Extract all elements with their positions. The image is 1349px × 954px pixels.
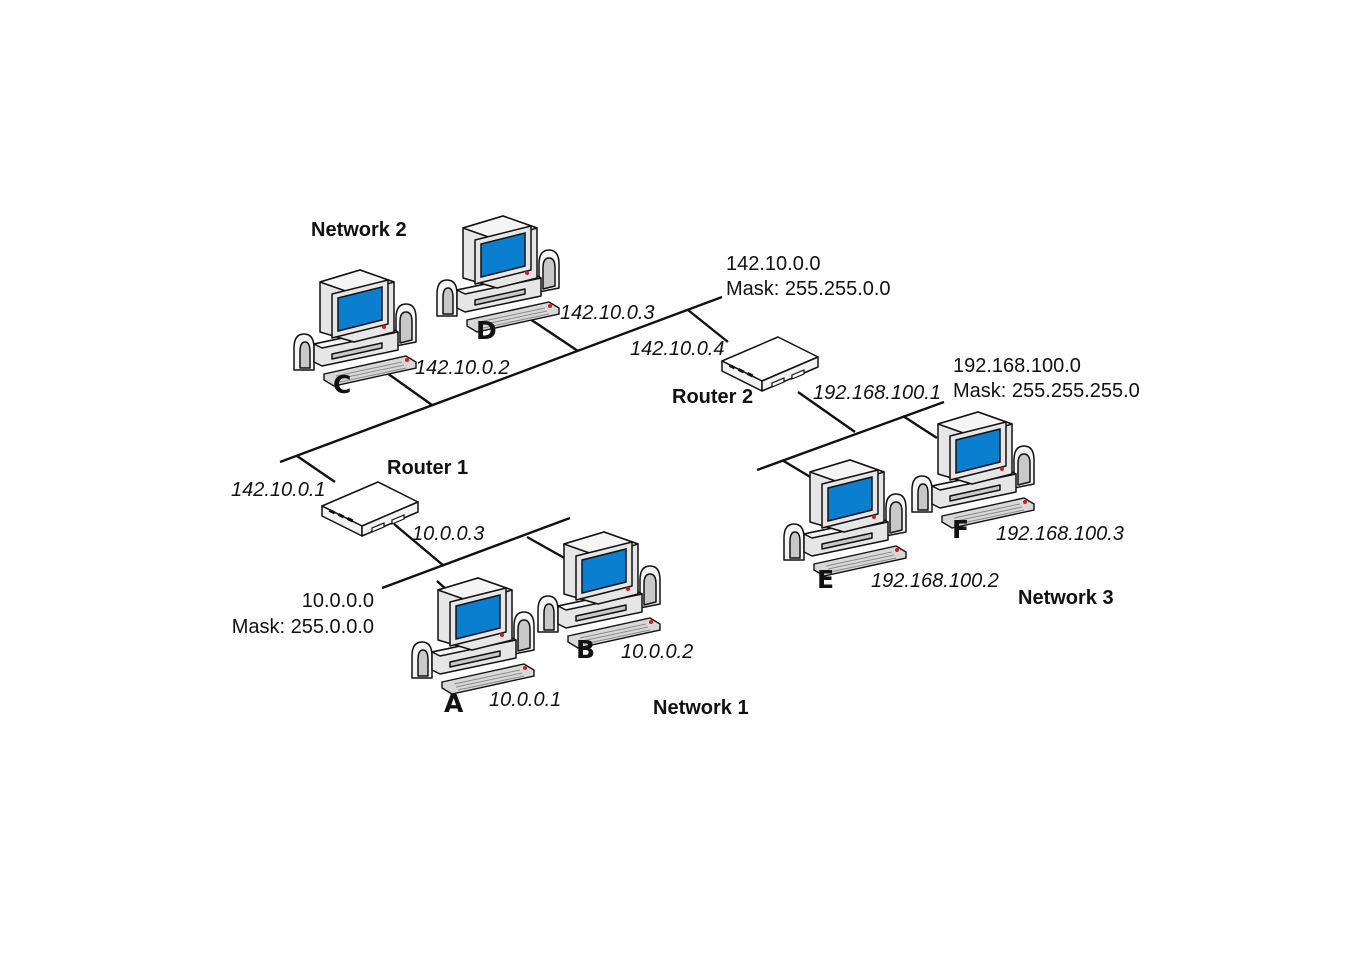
host-f-letter: F: [952, 515, 969, 544]
desktop-computer-icon: [537, 531, 661, 649]
host-c-ip: 142.10.0.2: [415, 357, 510, 379]
router-icon: [321, 481, 419, 537]
network-2-info: Network 2 142.10.0.0 Mask: 255.255.0.0: [311, 219, 891, 300]
router-2-label: Router 2: [672, 386, 753, 408]
network-2-mask: Mask: 255.255.0.0: [726, 278, 891, 300]
link-router2-net3: [797, 391, 856, 433]
network-3-info: Network 3 192.168.100.0 Mask: 255.255.25…: [953, 355, 1140, 609]
network-2-address: 142.10.0.0: [726, 253, 821, 275]
network-1-backbone: [381, 516, 571, 590]
host-a: A 10.0.0.1: [411, 577, 561, 718]
network-1-address: 10.0.0.0: [302, 590, 374, 612]
host-d: D 142.10.0.3: [436, 215, 655, 345]
router-1-label: Router 1: [387, 457, 468, 479]
host-e: E 192.168.100.2: [783, 459, 999, 594]
network-2-label: Network 2: [311, 219, 407, 241]
network-3-label: Network 3: [1018, 587, 1114, 609]
router-1-ip-net2: 142.10.0.1: [231, 479, 326, 501]
host-f-ip: 192.168.100.3: [996, 523, 1124, 545]
host-b: B 10.0.0.2: [537, 531, 693, 664]
host-a-letter: A: [444, 689, 464, 718]
host-e-ip: 192.168.100.2: [871, 570, 999, 592]
link-e: [781, 458, 813, 480]
link-d: [529, 318, 579, 352]
router-2: Router 2 142.10.0.4 192.168.100.1: [630, 336, 941, 408]
host-d-ip: 142.10.0.3: [560, 302, 655, 324]
link-f: [902, 414, 938, 440]
host-a-ip: 10.0.0.1: [489, 689, 561, 711]
router-2-ip-net2: 142.10.0.4: [630, 338, 725, 360]
network-3-backbone: [756, 400, 945, 472]
desktop-computer-icon: [911, 411, 1035, 529]
link-router1-net2: [296, 455, 336, 483]
network-3-mask: Mask: 255.255.255.0: [953, 380, 1140, 402]
network-1-info: Network 1 10.0.0.0 Mask: 255.0.0.0: [232, 590, 749, 719]
host-f: F 192.168.100.3: [911, 411, 1124, 545]
desktop-computer-icon: [293, 269, 417, 387]
network-1-mask: Mask: 255.0.0.0: [232, 616, 374, 638]
network-1-label: Network 1: [653, 697, 749, 719]
desktop-computer-icon: [783, 459, 907, 577]
host-c-letter: C: [333, 370, 351, 399]
host-c: C 142.10.0.2: [293, 269, 510, 399]
link-c: [386, 372, 433, 406]
router-1-ip-net1: 10.0.0.3: [412, 523, 484, 545]
host-e-letter: E: [817, 565, 834, 594]
host-b-letter: B: [576, 635, 595, 664]
host-d-letter: D: [476, 316, 497, 345]
router-1: Router 1 142.10.0.1 10.0.0.3: [231, 457, 484, 545]
cabling: [279, 295, 945, 601]
desktop-computer-icon: [411, 577, 535, 695]
link-router1-net1: [393, 523, 445, 567]
host-b-ip: 10.0.0.2: [621, 641, 693, 663]
router-icon: [721, 336, 819, 392]
link-router2-net2: [687, 309, 729, 343]
link-b: [526, 535, 569, 562]
router-2-ip-net3: 192.168.100.1: [813, 382, 941, 404]
desktop-computer-icon: [436, 215, 560, 333]
network-2-backbone: [279, 295, 723, 464]
network-3-address: 192.168.100.0: [953, 355, 1081, 377]
